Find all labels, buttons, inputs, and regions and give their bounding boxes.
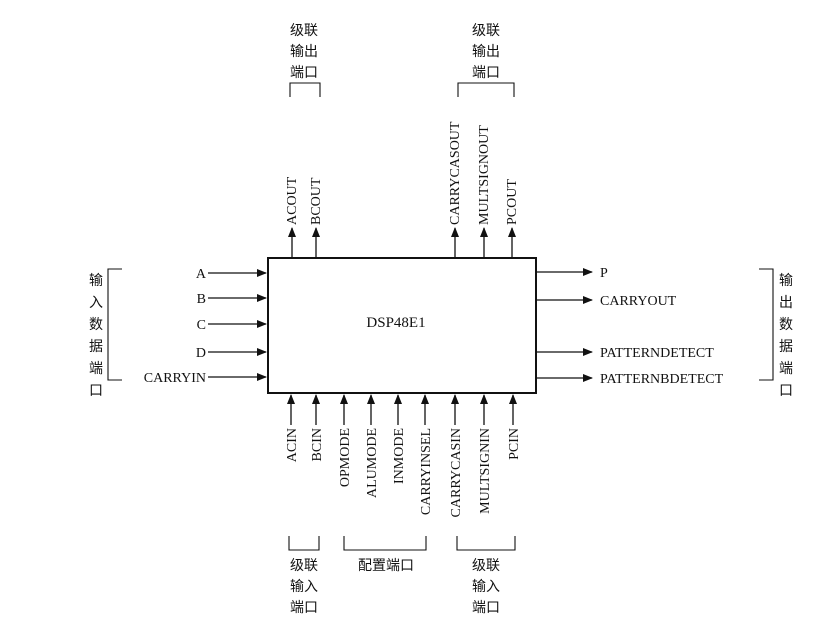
input-label-b: B xyxy=(197,292,206,307)
group-label-char: 出 xyxy=(779,295,793,311)
group-cascade-output-left: 级联 输出 端口 xyxy=(289,23,321,97)
group-label-char: 输 xyxy=(779,273,793,289)
output-label-pcout: PCOUT xyxy=(505,179,520,225)
dsp48e1-block xyxy=(267,257,537,394)
group-label-line: 输出 xyxy=(290,44,318,60)
input-label-c: C xyxy=(197,318,206,333)
top-outputs: ACOUT BCOUT CARRYCASOUT MULTSIGNOUT PCOU… xyxy=(285,121,520,258)
output-label-patterndetect: PATTERNDETECT xyxy=(600,346,714,361)
group-label-char: 数 xyxy=(779,317,793,333)
group-input-data: 输 入 数 据 端 口 xyxy=(89,268,122,399)
block-label: DSP48E1 xyxy=(366,315,425,331)
bracket-top-right xyxy=(457,82,515,97)
group-output-data: 输 出 数 据 端 口 xyxy=(759,268,793,399)
input-label-alumode: ALUMODE xyxy=(365,428,380,498)
output-label-carryout: CARRYOUT xyxy=(600,294,677,309)
output-label-patternbdetect: PATTERNBDETECT xyxy=(600,372,724,387)
bracket-bottom-left xyxy=(288,536,320,551)
group-label-line: 端口 xyxy=(472,600,500,616)
group-label-line: 级联 xyxy=(290,558,318,574)
bracket-right xyxy=(759,268,774,381)
group-label-config: 配置端口 xyxy=(358,558,414,574)
group-label-char: 口 xyxy=(779,384,793,399)
input-label-carryinsel: CARRYINSEL xyxy=(419,428,434,515)
group-cascade-input-left: 级联 输入 端口 xyxy=(288,536,320,616)
group-label-char: 据 xyxy=(779,339,793,355)
output-label-carrycasout: CARRYCASOUT xyxy=(448,121,463,225)
group-label-line: 输入 xyxy=(290,579,318,595)
group-config: 配置端口 xyxy=(343,536,427,574)
input-label-carryin: CARRYIN xyxy=(144,371,206,386)
input-label-bcin: BCIN xyxy=(310,428,325,461)
group-label-char: 端 xyxy=(89,361,103,377)
bracket-top-left xyxy=(289,82,321,97)
output-label-bcout: BCOUT xyxy=(309,177,324,225)
right-outputs: P CARRYOUT PATTERNDETECT PATTERNBDETECT xyxy=(536,266,724,387)
output-label-multsignout: MULTSIGNOUT xyxy=(477,125,492,225)
input-label-multsignin: MULTSIGNIN xyxy=(478,428,493,514)
group-label-line: 级联 xyxy=(290,23,318,39)
input-label-pcin: PCIN xyxy=(507,428,522,460)
input-label-a: A xyxy=(196,267,207,282)
bracket-left xyxy=(107,268,122,381)
left-inputs: A B C D CARRYIN xyxy=(144,267,267,386)
input-label-d: D xyxy=(196,346,206,361)
input-label-opmode: OPMODE xyxy=(338,428,353,487)
group-label-line: 输出 xyxy=(472,44,500,60)
input-label-carrycasin: CARRYCASIN xyxy=(449,428,464,517)
group-label-char: 输 xyxy=(89,273,103,289)
group-label-line: 级联 xyxy=(472,23,500,39)
input-label-inmode: INMODE xyxy=(392,428,407,484)
group-label-char: 据 xyxy=(89,339,103,355)
group-label-char: 口 xyxy=(89,384,103,399)
group-cascade-output-right: 级联 输出 端口 xyxy=(457,23,515,97)
bottom-inputs: ACIN BCIN OPMODE ALUMODE INMODE CARRYINS… xyxy=(285,394,522,517)
group-label-line: 端口 xyxy=(472,65,500,81)
bracket-bottom-middle xyxy=(343,536,427,551)
group-label-line: 输入 xyxy=(472,579,500,595)
group-label-char: 入 xyxy=(89,296,103,311)
group-label-line: 端口 xyxy=(290,600,318,616)
group-label-char: 数 xyxy=(89,317,103,333)
bracket-bottom-right xyxy=(456,536,516,551)
output-label-acout: ACOUT xyxy=(285,176,300,225)
group-label-char: 端 xyxy=(779,361,793,377)
output-label-p: P xyxy=(600,266,608,281)
group-label-line: 级联 xyxy=(472,558,500,574)
group-cascade-input-right: 级联 输入 端口 xyxy=(456,536,516,616)
input-label-acin: ACIN xyxy=(285,428,300,462)
group-label-line: 端口 xyxy=(290,65,318,81)
